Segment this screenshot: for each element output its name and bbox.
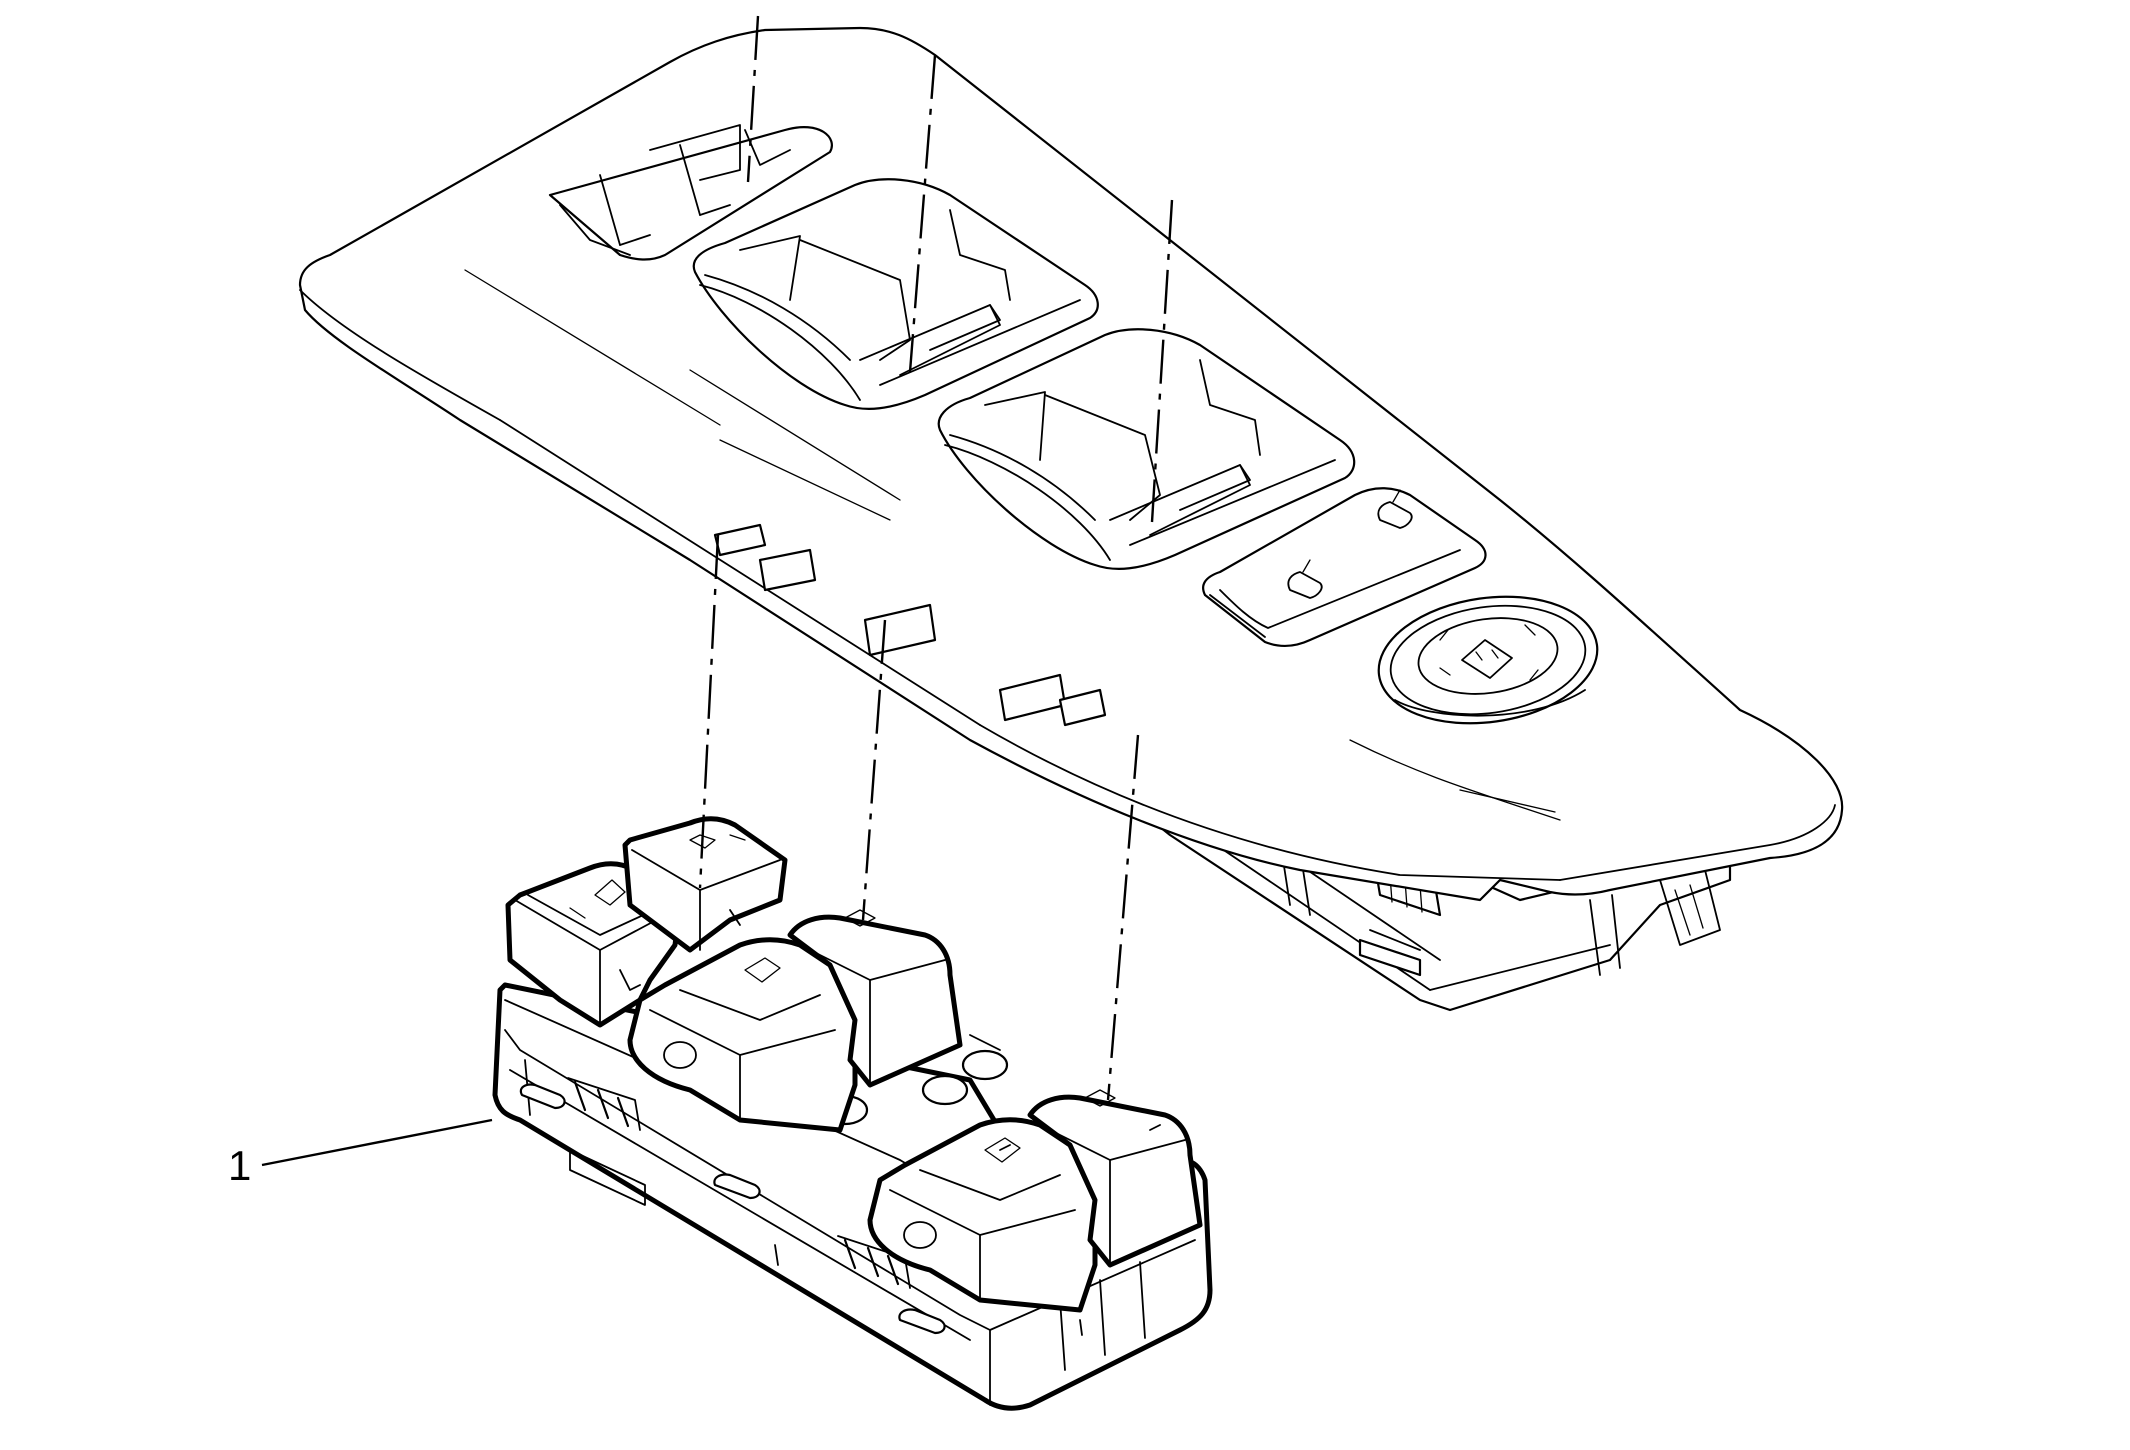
callout-label-1: 1 xyxy=(228,1142,251,1189)
window-switch-module xyxy=(492,816,1213,1411)
window-switch-front-left xyxy=(627,909,963,1133)
mirror-switch-right xyxy=(622,816,788,953)
alignment-lines xyxy=(698,15,1174,1101)
window-switch-front-right xyxy=(867,1089,1203,1313)
side-connector-slots xyxy=(519,1077,1083,1336)
callout-leader-line xyxy=(261,1118,493,1167)
callout-1: 1 xyxy=(228,1118,493,1189)
window-switch-bezel xyxy=(298,26,1844,902)
